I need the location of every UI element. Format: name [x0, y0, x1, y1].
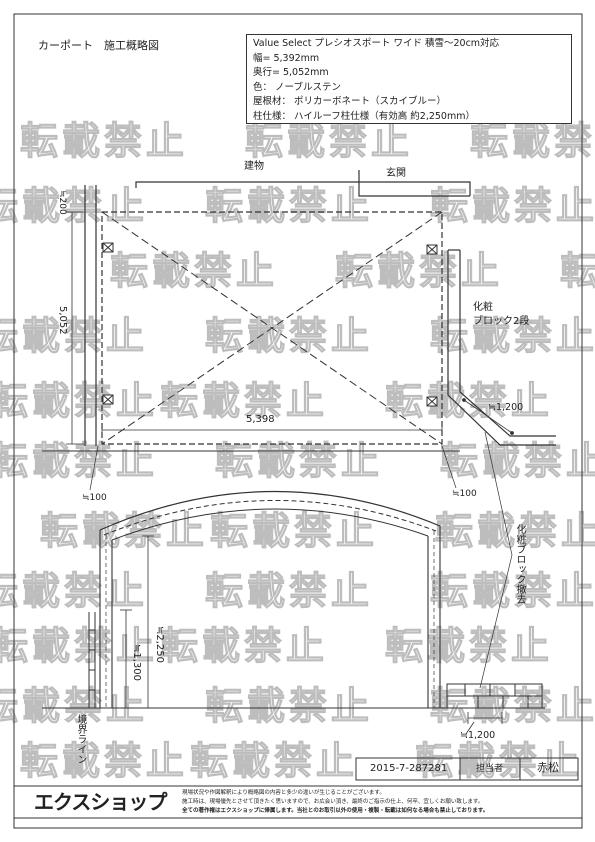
- dim-2250-label: ≒2,250: [154, 626, 165, 664]
- roof-arch-outer: [99, 490, 441, 531]
- watermark-text: 転載禁止: [0, 684, 149, 729]
- watermark-text: 転載禁止: [469, 119, 595, 164]
- watermark-text: 転載禁止: [429, 569, 595, 614]
- watermark-text: 転載禁止: [39, 509, 209, 554]
- drawing-number: 2015-7-287281: [370, 763, 448, 774]
- elevation-1200-dimension: [465, 712, 503, 735]
- dim-200-label: ≒200: [57, 190, 67, 215]
- watermark-text: 転載禁止: [0, 624, 159, 669]
- footer-note-1: 現場状況や作図解釈により概略図の内容と多少の違いが生じることがございます。: [182, 790, 385, 796]
- block-removal-label: 化粧ブロック撤去: [514, 524, 525, 604]
- spec-width: 幅= 5,392mm: [253, 52, 320, 64]
- dim-100-left-label: ≒100: [82, 493, 107, 503]
- dim-width-label: 5,398: [246, 414, 275, 425]
- watermark-text: 転載禁止: [384, 624, 554, 669]
- footer-note-3: 全ての著作権はエクスショップに帰属します。当社とのお取引以外の使用・複製・転載は…: [182, 808, 489, 814]
- watermark-text: 転載禁止: [434, 509, 595, 554]
- dim-1200-elev-label: ≒1,200: [460, 730, 496, 741]
- block-label-1: 化粧: [473, 302, 493, 313]
- post-marker-br: [426, 396, 438, 407]
- roof-arch-middle: [103, 499, 437, 536]
- block-wall-elevation: [446, 683, 543, 709]
- leader-100-left: [89, 445, 99, 491]
- boundary-fence: [88, 612, 96, 708]
- depth-dimension: [66, 211, 84, 445]
- dimension-1300: [120, 609, 132, 708]
- footer-note-2: 施工時は、現場優先とさせて頂きたく思いますので、お広会い頂き、最終のご指示の仕上…: [182, 799, 484, 805]
- watermark-text: 転載禁止: [189, 739, 359, 784]
- spec-roof: 屋根材： ポリカーボネート（スカイブルー）: [253, 96, 447, 107]
- carport-footprint: [101, 211, 443, 445]
- page-title: カーポート 施工概略図: [38, 39, 159, 52]
- boundary-label: 境界ライン: [75, 714, 86, 764]
- spec-box: Value Select プレシオスポート ワイド 積雪～20cm対応 幅= 5…: [246, 34, 572, 124]
- watermark-text: 転載禁止: [559, 249, 595, 294]
- spec-post: 柱仕様： ハイルーフ柱仕様（有効高 約2,250mm）: [253, 110, 475, 122]
- watermark-text: 転載禁止: [159, 624, 329, 669]
- entrance-outline: [358, 170, 470, 197]
- block-1200-dimension: [462, 398, 514, 435]
- post-marker-tr: [426, 244, 438, 255]
- dimension-2250: [142, 535, 154, 708]
- dim-1200-plan-label: ≒1,200: [488, 402, 524, 413]
- post-left: [99, 530, 113, 708]
- spec-depth: 奥行= 5,052mm: [253, 67, 329, 78]
- watermark-text: 転載禁止: [334, 249, 504, 294]
- entrance-label: 玄関: [386, 168, 406, 179]
- watermark-text: 転載禁止: [244, 119, 414, 164]
- building-label: 建物: [244, 161, 264, 172]
- watermark-text: 転載禁止: [414, 739, 584, 784]
- watermark-text: 転載禁止: [384, 379, 554, 424]
- building-outline: [135, 181, 471, 196]
- watermark-text: 転載禁止: [209, 509, 379, 554]
- watermark-text: 転載禁止: [204, 184, 374, 229]
- title-block: [14, 757, 582, 819]
- watermark-text: 転載禁止: [19, 739, 189, 784]
- watermark-text: 転載禁止: [19, 119, 189, 164]
- sheet-border: [13, 13, 583, 829]
- watermark-text: 転載禁止: [204, 684, 374, 729]
- width-dimension: [101, 426, 443, 434]
- spec-color: 色： ノーブルステン: [253, 81, 341, 93]
- dim-depth-label: 5,052: [57, 306, 68, 335]
- post-marker-tl: [102, 242, 114, 253]
- watermark-text: 転載禁止: [204, 314, 374, 359]
- watermark-text: 転載禁止: [429, 684, 595, 729]
- leader-100-right: [441, 445, 457, 489]
- person-label: 担当者: [476, 764, 504, 774]
- dim-100-right-label: ≒100: [452, 489, 477, 499]
- block-label-2: ブロック2段: [473, 316, 530, 327]
- post-marker-bl: [102, 394, 114, 405]
- person-name: 赤松: [537, 761, 559, 774]
- block-removal-leader: [479, 431, 513, 689]
- watermark-text: 転載禁止: [109, 249, 279, 294]
- watermark-text: 転載禁止: [214, 439, 384, 484]
- watermark-text: 転載禁止: [0, 379, 159, 424]
- watermark-text: 転載禁止: [204, 569, 374, 614]
- post-right: [427, 526, 441, 708]
- watermark-text: 転載禁止: [429, 314, 595, 359]
- watermark-text: 転載禁止: [159, 379, 329, 424]
- watermark-text: 転載禁止: [439, 439, 595, 484]
- company-logo: エクスショップ: [34, 790, 167, 814]
- footprint-diagonal-2: [101, 211, 443, 445]
- dim-1300-label: ≒1,300: [131, 644, 142, 682]
- watermark-text: 転載禁止: [0, 439, 159, 484]
- spec-product: Value Select プレシオスポート ワイド 積雪～20cm対応: [253, 38, 500, 49]
- watermark-text: 転載禁止: [429, 184, 595, 229]
- watermark-text: 転載禁止: [0, 569, 149, 614]
- roof-arch-inner: [111, 508, 429, 541]
- block-wall-outer: [447, 250, 556, 446]
